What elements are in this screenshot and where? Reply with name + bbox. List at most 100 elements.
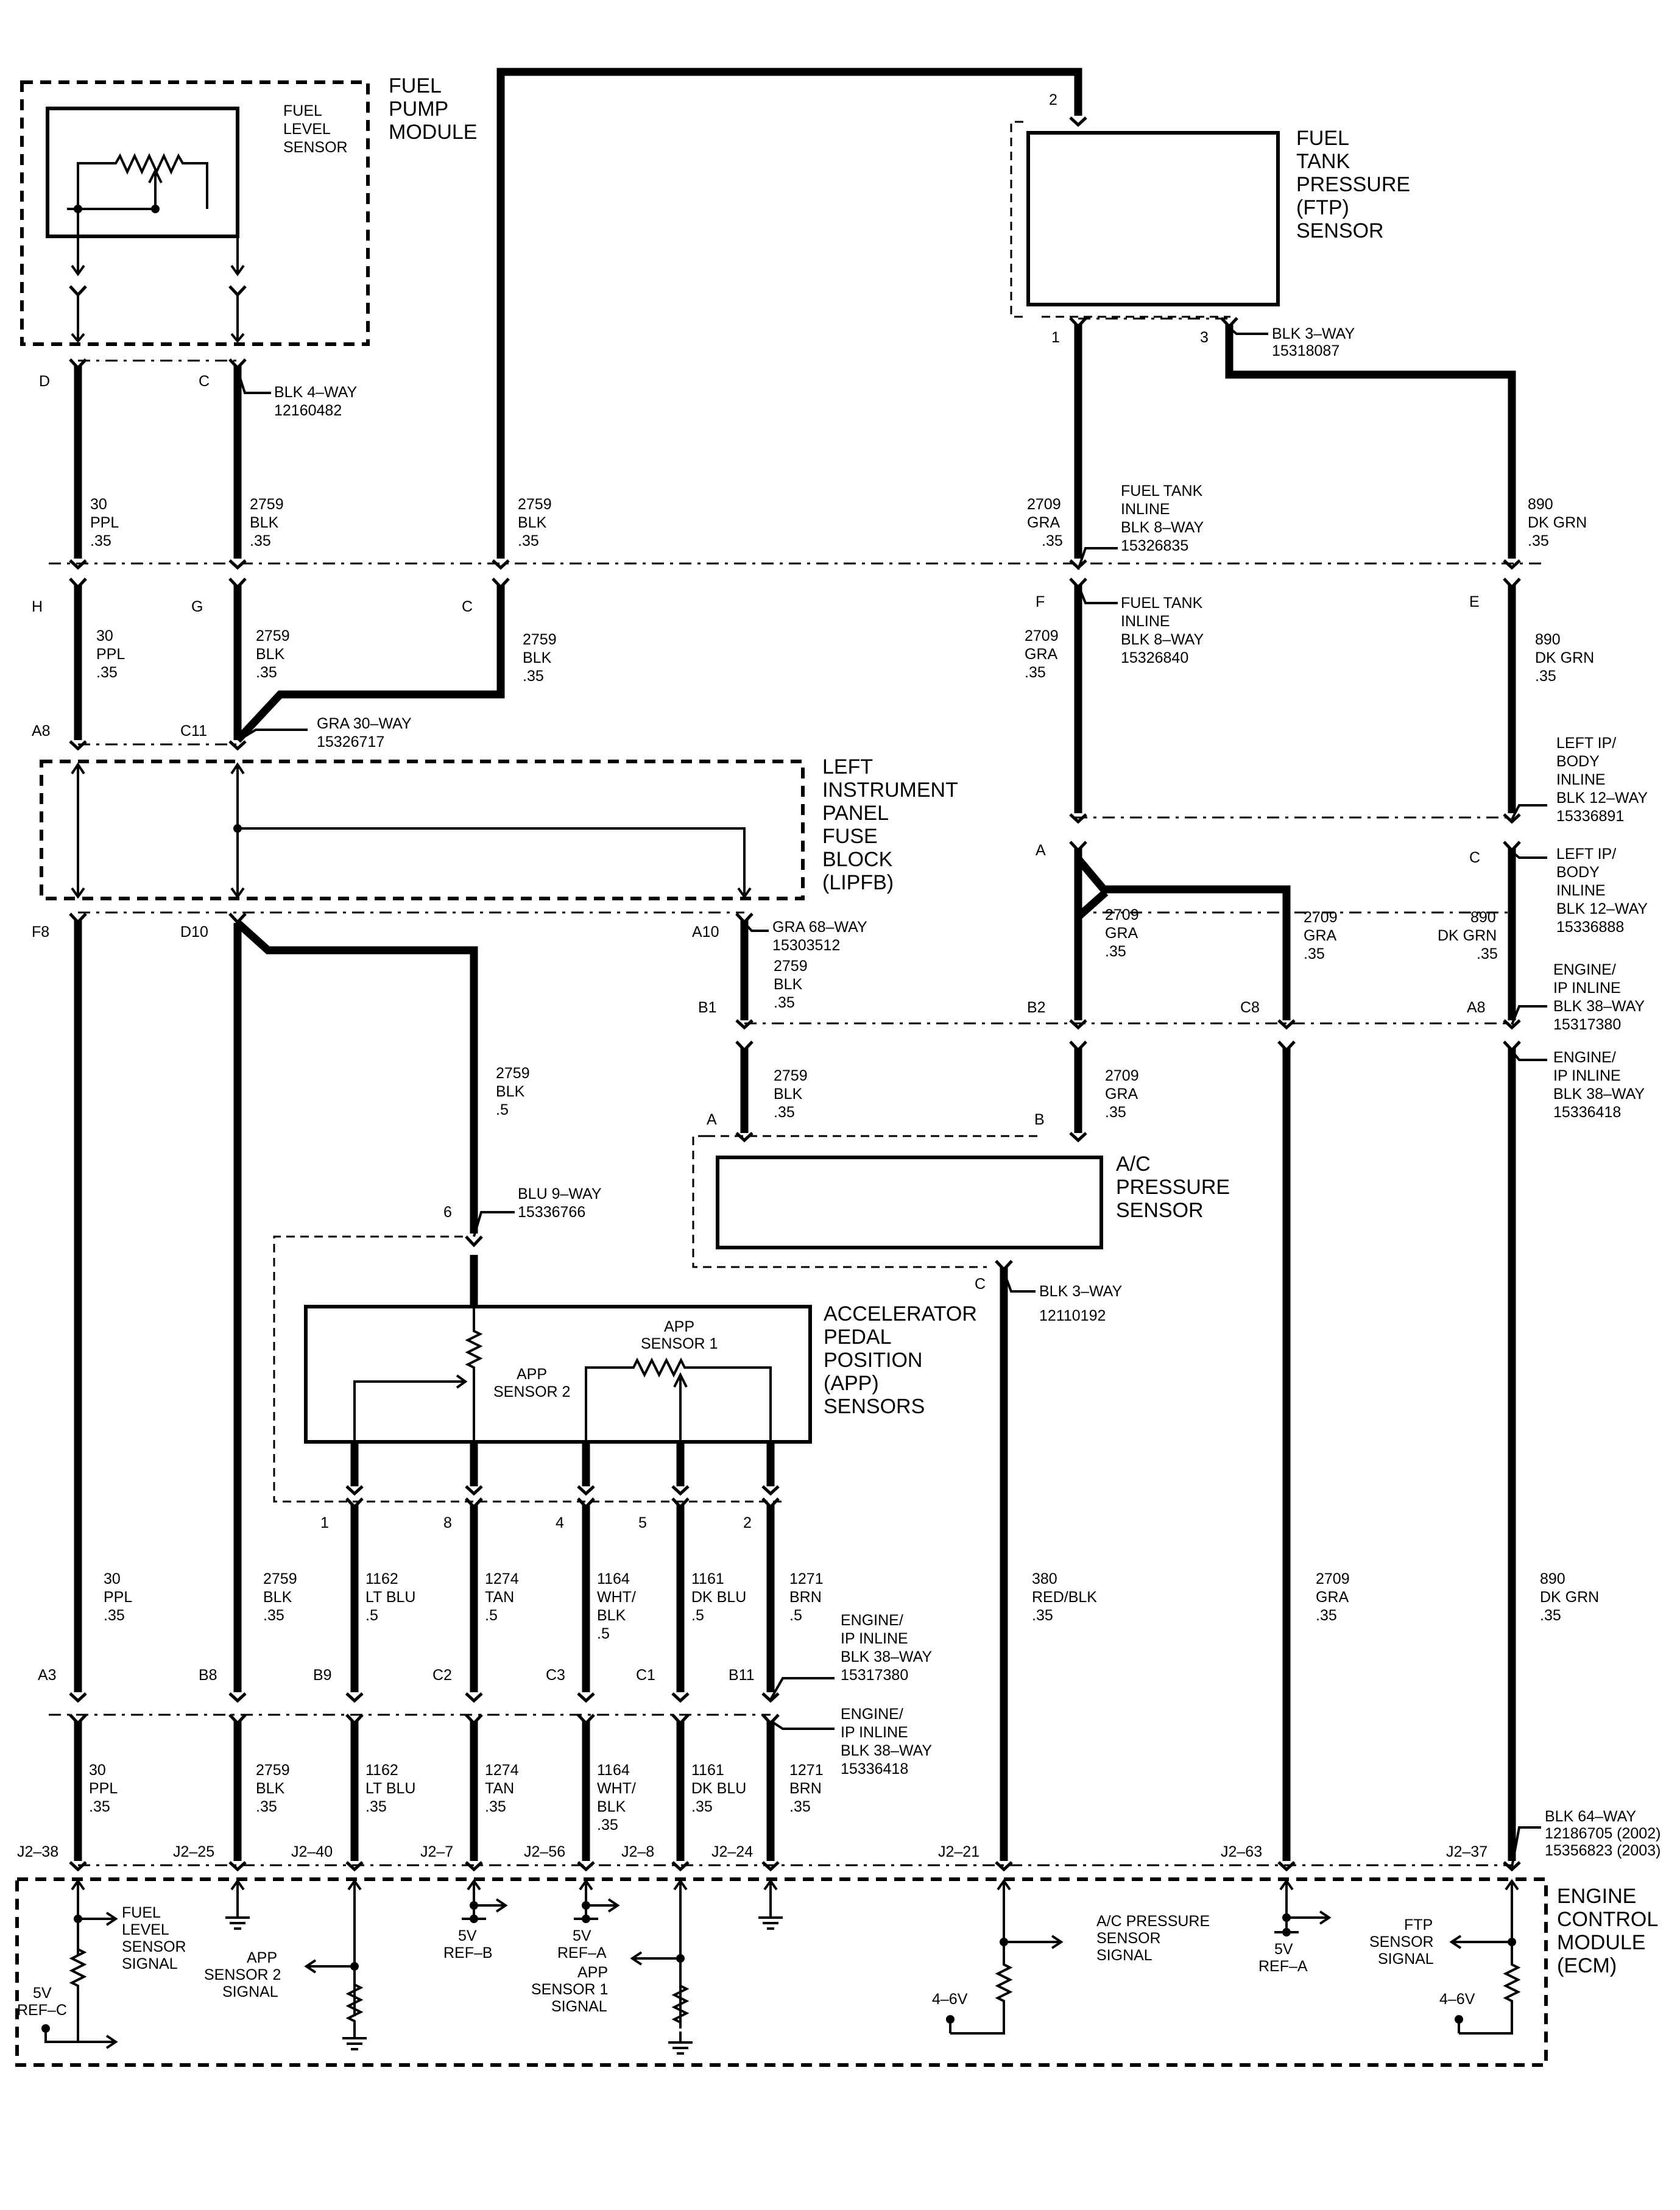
pin-c11: C11 [180,722,207,740]
wl-w8-1: BLK [523,649,552,666]
pin-b9: B9 [313,1667,332,1684]
ref-a2-0: 5V [1274,1941,1293,1958]
c-blk4-1: 12160482 [274,402,342,419]
pin-ac-a: A [707,1111,717,1128]
pin-fpm-c2: C [462,598,473,615]
pin-a3: A3 [38,1667,57,1684]
pin-fpm-c: C [199,373,210,390]
pin-j2-8: J2–8 [621,1843,654,1860]
ac-signal-1: SENSOR [1096,1930,1161,1947]
lipfb-label-1: INSTRUMENT [822,778,958,802]
c-eng-bot2-0: ENGINE/ [841,1706,903,1723]
ref-c-0: 5V [33,1985,52,2002]
wl-w26-1: GRA [1316,1589,1349,1606]
wl-w14-1: DK GRN [1438,927,1497,944]
c-eng-top1-0: ENGINE/ [1553,961,1616,978]
wl-w33-2: .35 [691,1798,713,1815]
wl-w1-2: .35 [90,532,111,549]
fuel-level-sensor-label-1: LEVEL [283,121,331,138]
c-eng-bot1-0: ENGINE/ [1553,1049,1616,1066]
pin-b11: B11 [729,1667,755,1684]
c-ft-bot-0: FUEL TANK [1121,595,1203,612]
wl-w17-0: 2709 [1105,1067,1139,1084]
ftp-label-0: FUEL [1296,127,1349,150]
c-gra68-1: 15303512 [772,937,840,954]
wl-w30-1: LT BLU [365,1780,415,1797]
wl-w2-2: .35 [250,532,271,549]
wl-w24-2: .5 [789,1607,802,1624]
ac-signal-0: A/C PRESSURE [1096,1913,1210,1930]
ref-a1-0: 5V [573,1927,591,1944]
c-ipb-top-3: BLK 12–WAY [1556,789,1648,807]
wl-w20-1: LT BLU [365,1589,415,1606]
wl-w11-2: .35 [774,994,795,1011]
c-eng-top1-1: IP INLINE [1553,980,1621,997]
pin-j2-24: J2–24 [711,1843,753,1860]
wl-w34-1: BRN [789,1780,822,1797]
ftp-label-1: TANK [1296,150,1350,173]
ecm-label-3: (ECM) [1557,1954,1617,1977]
wl-w22-1: WHT/ [597,1589,636,1606]
pin-ftp-2: 2 [1049,91,1057,108]
c-ipb-top-4: 15336891 [1556,808,1624,825]
c-ipb-bot-2: INLINE [1556,882,1606,899]
pin-j2-25: J2–25 [173,1843,214,1860]
wl-w23-1: DK BLU [691,1589,746,1606]
app2-signal-2: SIGNAL [222,1983,278,2000]
ecm-label-1: CONTROL [1557,1908,1658,1931]
fuel-level-signal-0: FUEL [122,1904,161,1921]
wl-w16-1: BLK [774,1086,803,1103]
wl-w8-2: .35 [523,668,544,685]
wl-w11-0: 2759 [774,958,808,975]
wl-w19-2: .35 [263,1607,284,1624]
app2-label-1: SENSOR 2 [493,1383,570,1400]
c-ipb-top-1: BODY [1556,753,1600,770]
ftp-label-4: SENSOR [1296,219,1384,242]
wl-w28-2: .35 [89,1798,110,1815]
wl-w27-0: 890 [1540,1570,1565,1587]
app-label-1: PEDAL [824,1326,892,1349]
wires [74,68,1516,1861]
c-blk4-0: BLK 4–WAY [274,384,357,401]
pin-ft-e: E [1469,593,1480,610]
wl-w27-1: DK GRN [1540,1589,1599,1606]
wl-w5-0: 890 [1528,496,1553,513]
pin-app-5: 5 [638,1514,647,1531]
wl-w6-2: .35 [96,664,118,681]
wl-w22-2: BLK [597,1607,626,1624]
pin-labels: D C 2 1 3 H G C F E A8 C11 A C F8 D10 A1… [17,91,1488,1860]
wl-w12-0: 2709 [1105,906,1139,923]
wl-w13-1: GRA [1304,927,1337,944]
wl-w10-1: DK GRN [1535,649,1594,666]
ac-pressure-sensor: A/C PRESSURE SENSOR [692,1135,1230,1268]
c-ipb-bot-1: BODY [1556,864,1600,881]
c-eng-top1-2: BLK 38–WAY [1553,998,1645,1015]
lipfb-label-2: PANEL [822,802,889,825]
pin-ftp-3: 3 [1200,329,1209,346]
app1-label-1: SENSOR 1 [641,1335,718,1352]
wl-w30-0: 1162 [365,1762,398,1779]
wl-w21-2: .5 [485,1607,498,1624]
ftp-label-3: (FTP) [1296,196,1349,219]
c-eng-top2-1: IP INLINE [841,1630,908,1647]
c-blk3-ac-1: 12110192 [1039,1307,1106,1324]
fuel-level-signal-3: SIGNAL [122,1955,178,1972]
pin-blu-6: 6 [443,1204,452,1221]
pin-app-4: 4 [556,1514,564,1531]
ac-label-2: SENSOR [1116,1199,1204,1222]
wl-w24-1: BRN [789,1589,822,1606]
wl-w2-0: 2759 [250,496,284,513]
pin-ft-f: F [1036,593,1045,610]
wl-w9-1: GRA [1025,646,1058,663]
c-ft-top-2: BLK 8–WAY [1121,519,1204,536]
wl-w25-0: 380 [1032,1570,1057,1587]
pin-j2-37: J2–37 [1446,1843,1488,1860]
c-eng-top2-0: ENGINE/ [841,1612,903,1629]
wl-w12-2: .35 [1105,943,1126,960]
wl-w23-0: 1161 [691,1570,724,1587]
c-eng-bot2-1: IP INLINE [841,1724,908,1741]
lipfb-label-5: (LIPFB) [822,871,894,894]
c-eng-bot2-2: BLK 38–WAY [841,1742,932,1759]
pin-a8b: A8 [1467,999,1486,1016]
